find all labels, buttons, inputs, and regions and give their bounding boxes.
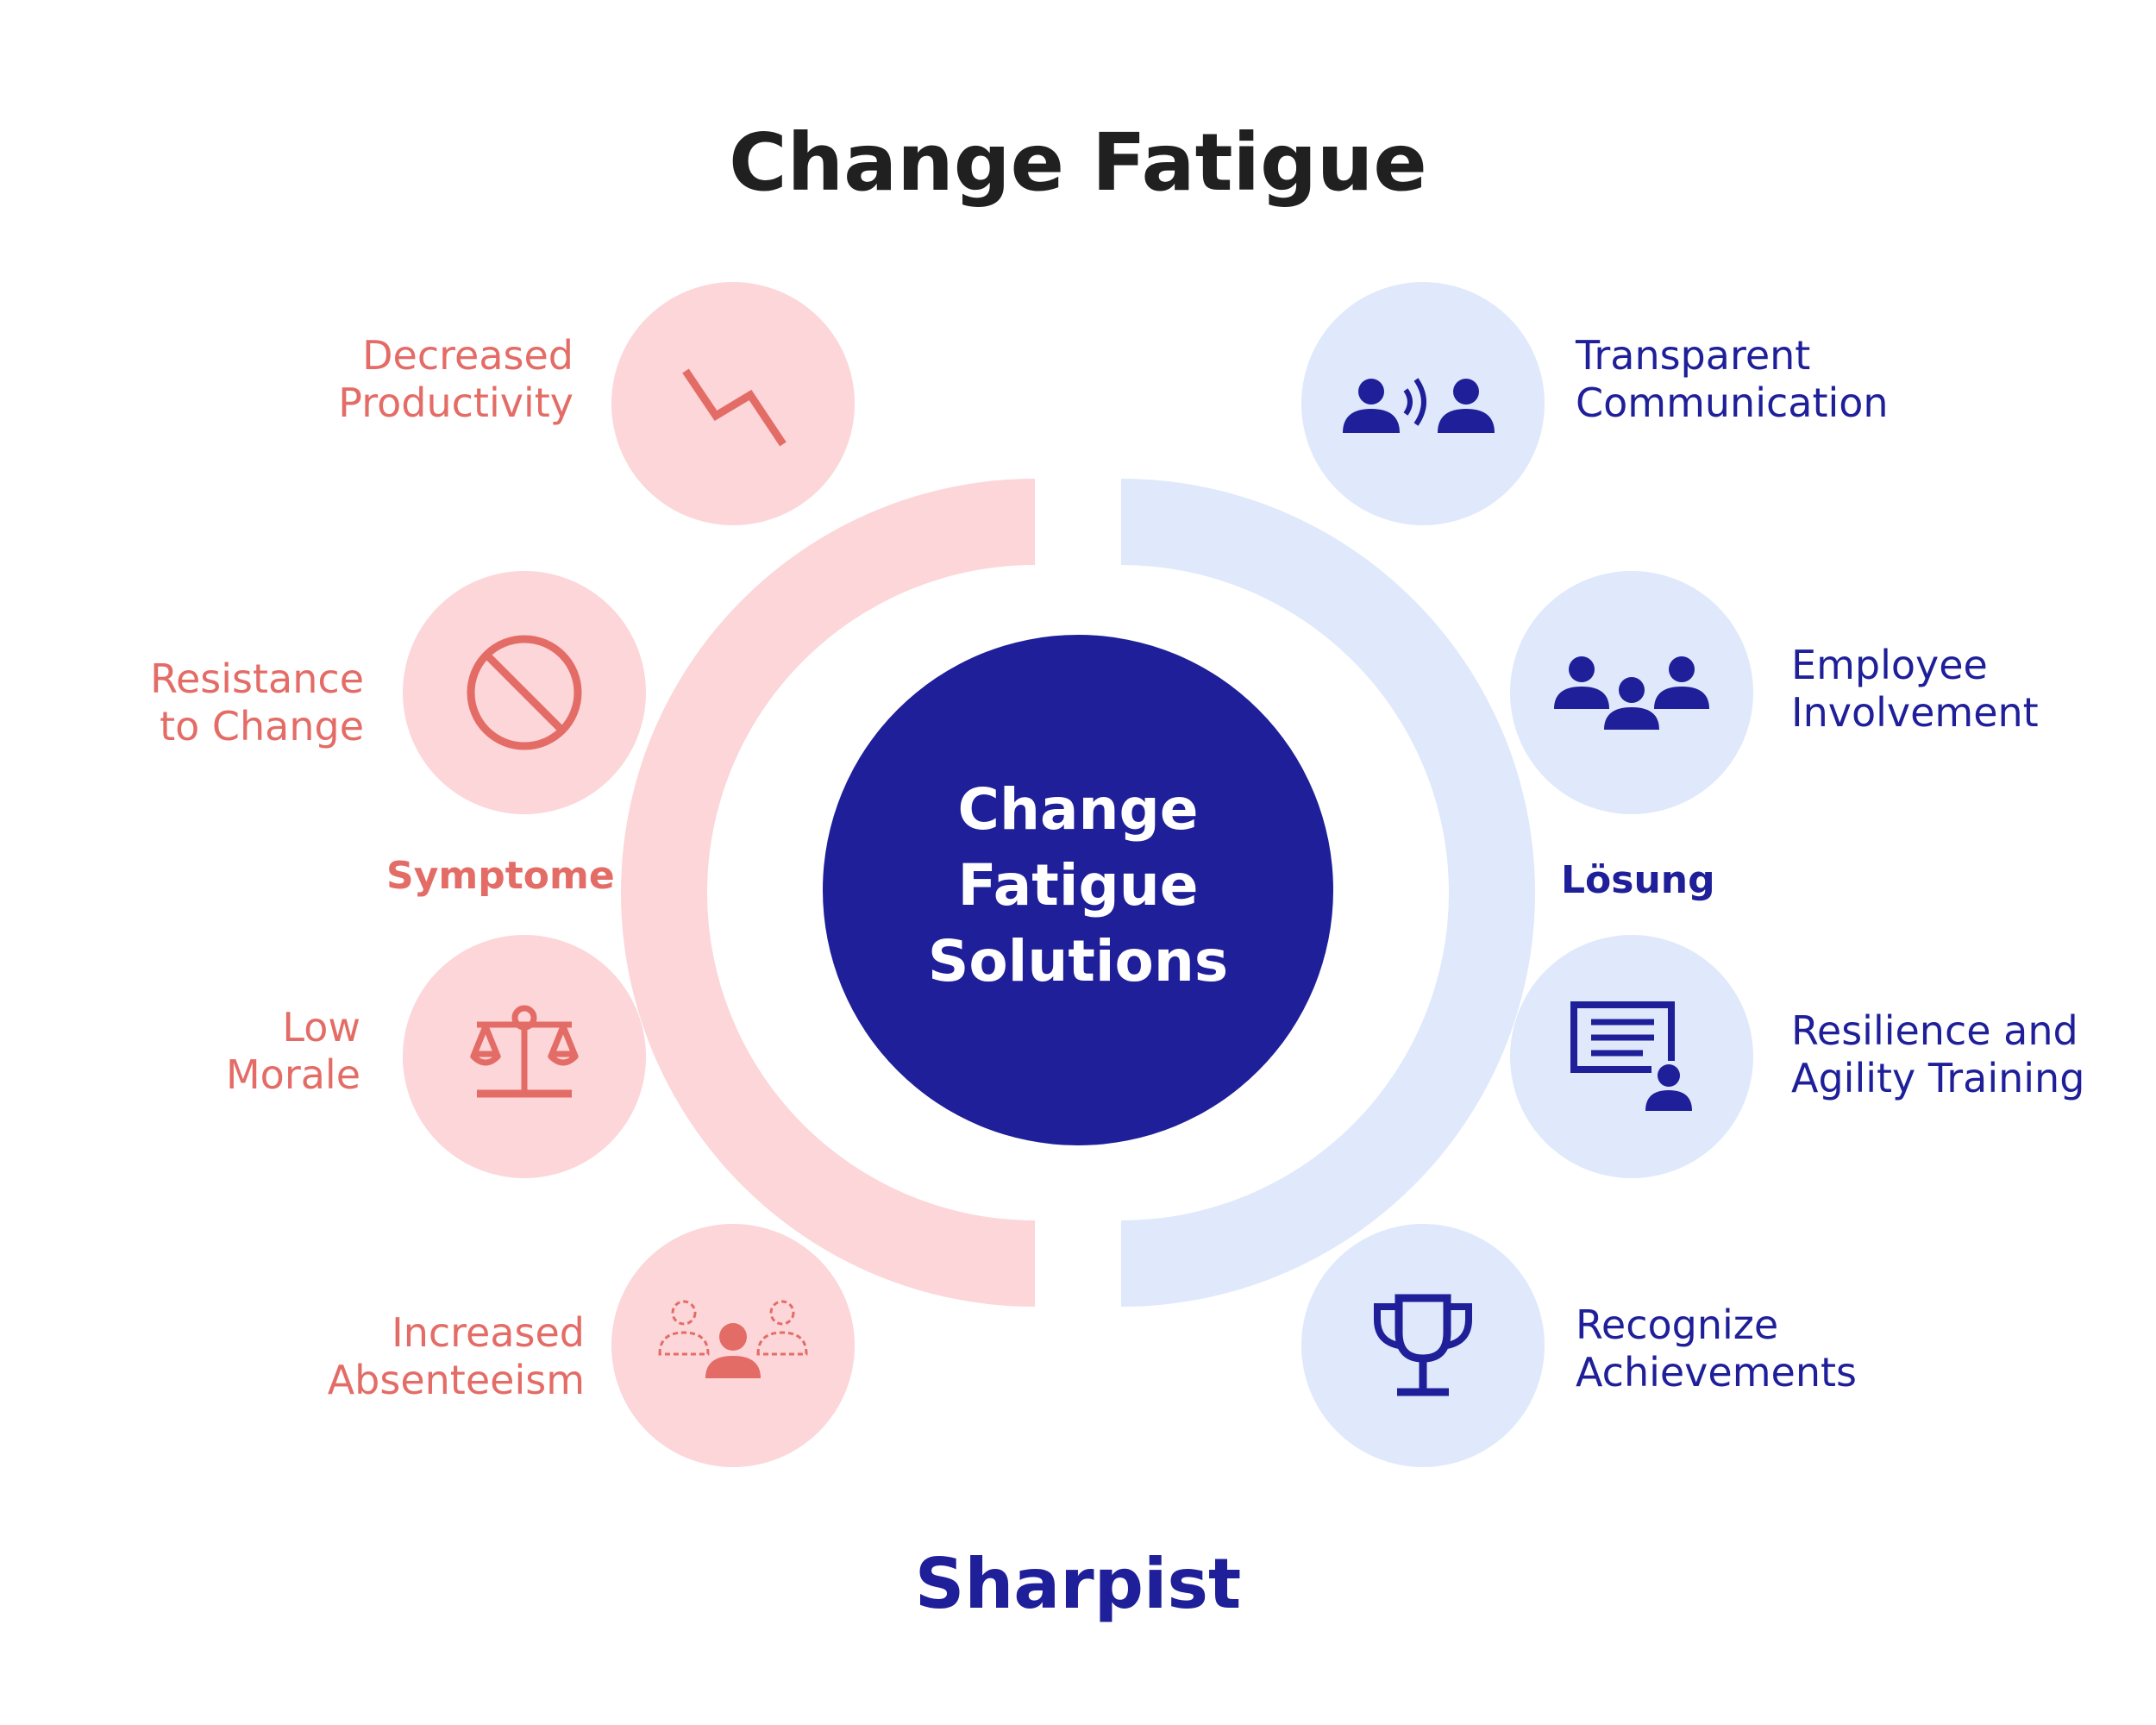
people-talking-icon [1343,378,1495,433]
symptom-label-1-line-1: Decreased [362,332,573,379]
center-line-2: Fatigue [957,851,1199,919]
symptom-label-3-line-1: Low [282,1004,360,1051]
decline-arrow-icon [682,368,787,447]
solution-label-2-line-1: Employee [1791,642,1988,688]
group-icon [1554,656,1709,730]
symptom-label-1: Decreased Productivity [338,332,573,427]
absent-people-icon [658,1300,808,1378]
prohibited-icon [467,635,582,750]
solution-label-3-line-1: Resilience and [1791,1007,2078,1054]
solution-label-4: Recognize Achievements [1576,1302,1857,1396]
symptoms-group-label: Symptome [386,854,615,898]
symptom-label-2: Resistance to Change [150,656,364,750]
solution-label-2: Employee Involvement [1791,642,2039,737]
symptom-label-4-line-2: Absenteeism [327,1357,585,1404]
solution-label-1-line-1: Transparent [1576,332,1811,379]
symptom-arc [621,479,1035,1307]
solutions-group-label: Lösung [1561,858,1715,902]
solution-circle-3 [1510,935,1753,1178]
center-label: Change Fatigue Solutions [819,772,1337,999]
symptom-label-3: Low Morale [226,1004,360,1099]
solution-label-2-line-2: Involvement [1791,689,2039,737]
solution-label-3: Resilience and Agility Training [1791,1007,2084,1102]
center-line-3: Solutions [927,927,1229,994]
trophy-icon [1374,1294,1472,1396]
solution-circle-4 [1301,1224,1545,1467]
symptom-label-3-line-2: Morale [225,1051,360,1099]
solution-label-4-line-1: Recognize [1576,1302,1779,1348]
balance-scale-icon [469,1005,580,1098]
symptom-label-2-line-2: to Change [160,703,364,750]
solution-label-1: Transparent Communication [1576,332,1889,427]
symptom-label-1-line-2: Productivity [338,380,573,427]
center-circle [823,635,1333,1145]
training-board-icon [1570,1001,1692,1111]
diagram-title: Change Fatigue [729,116,1427,209]
symptom-label-4-line-1: Increased [392,1309,585,1356]
brand-logo: Sharpist [914,1544,1242,1624]
solution-label-4-line-2: Achievements [1576,1349,1857,1396]
center-line-1: Change [957,776,1199,843]
solution-label-1-line-2: Communication [1576,380,1889,427]
symptom-label-4: Increased Absenteeism [328,1309,585,1404]
symptom-label-2-line-1: Resistance [150,656,364,702]
solution-label-3-line-2: Agility Training [1791,1055,2085,1102]
solution-arc [1121,479,1535,1307]
